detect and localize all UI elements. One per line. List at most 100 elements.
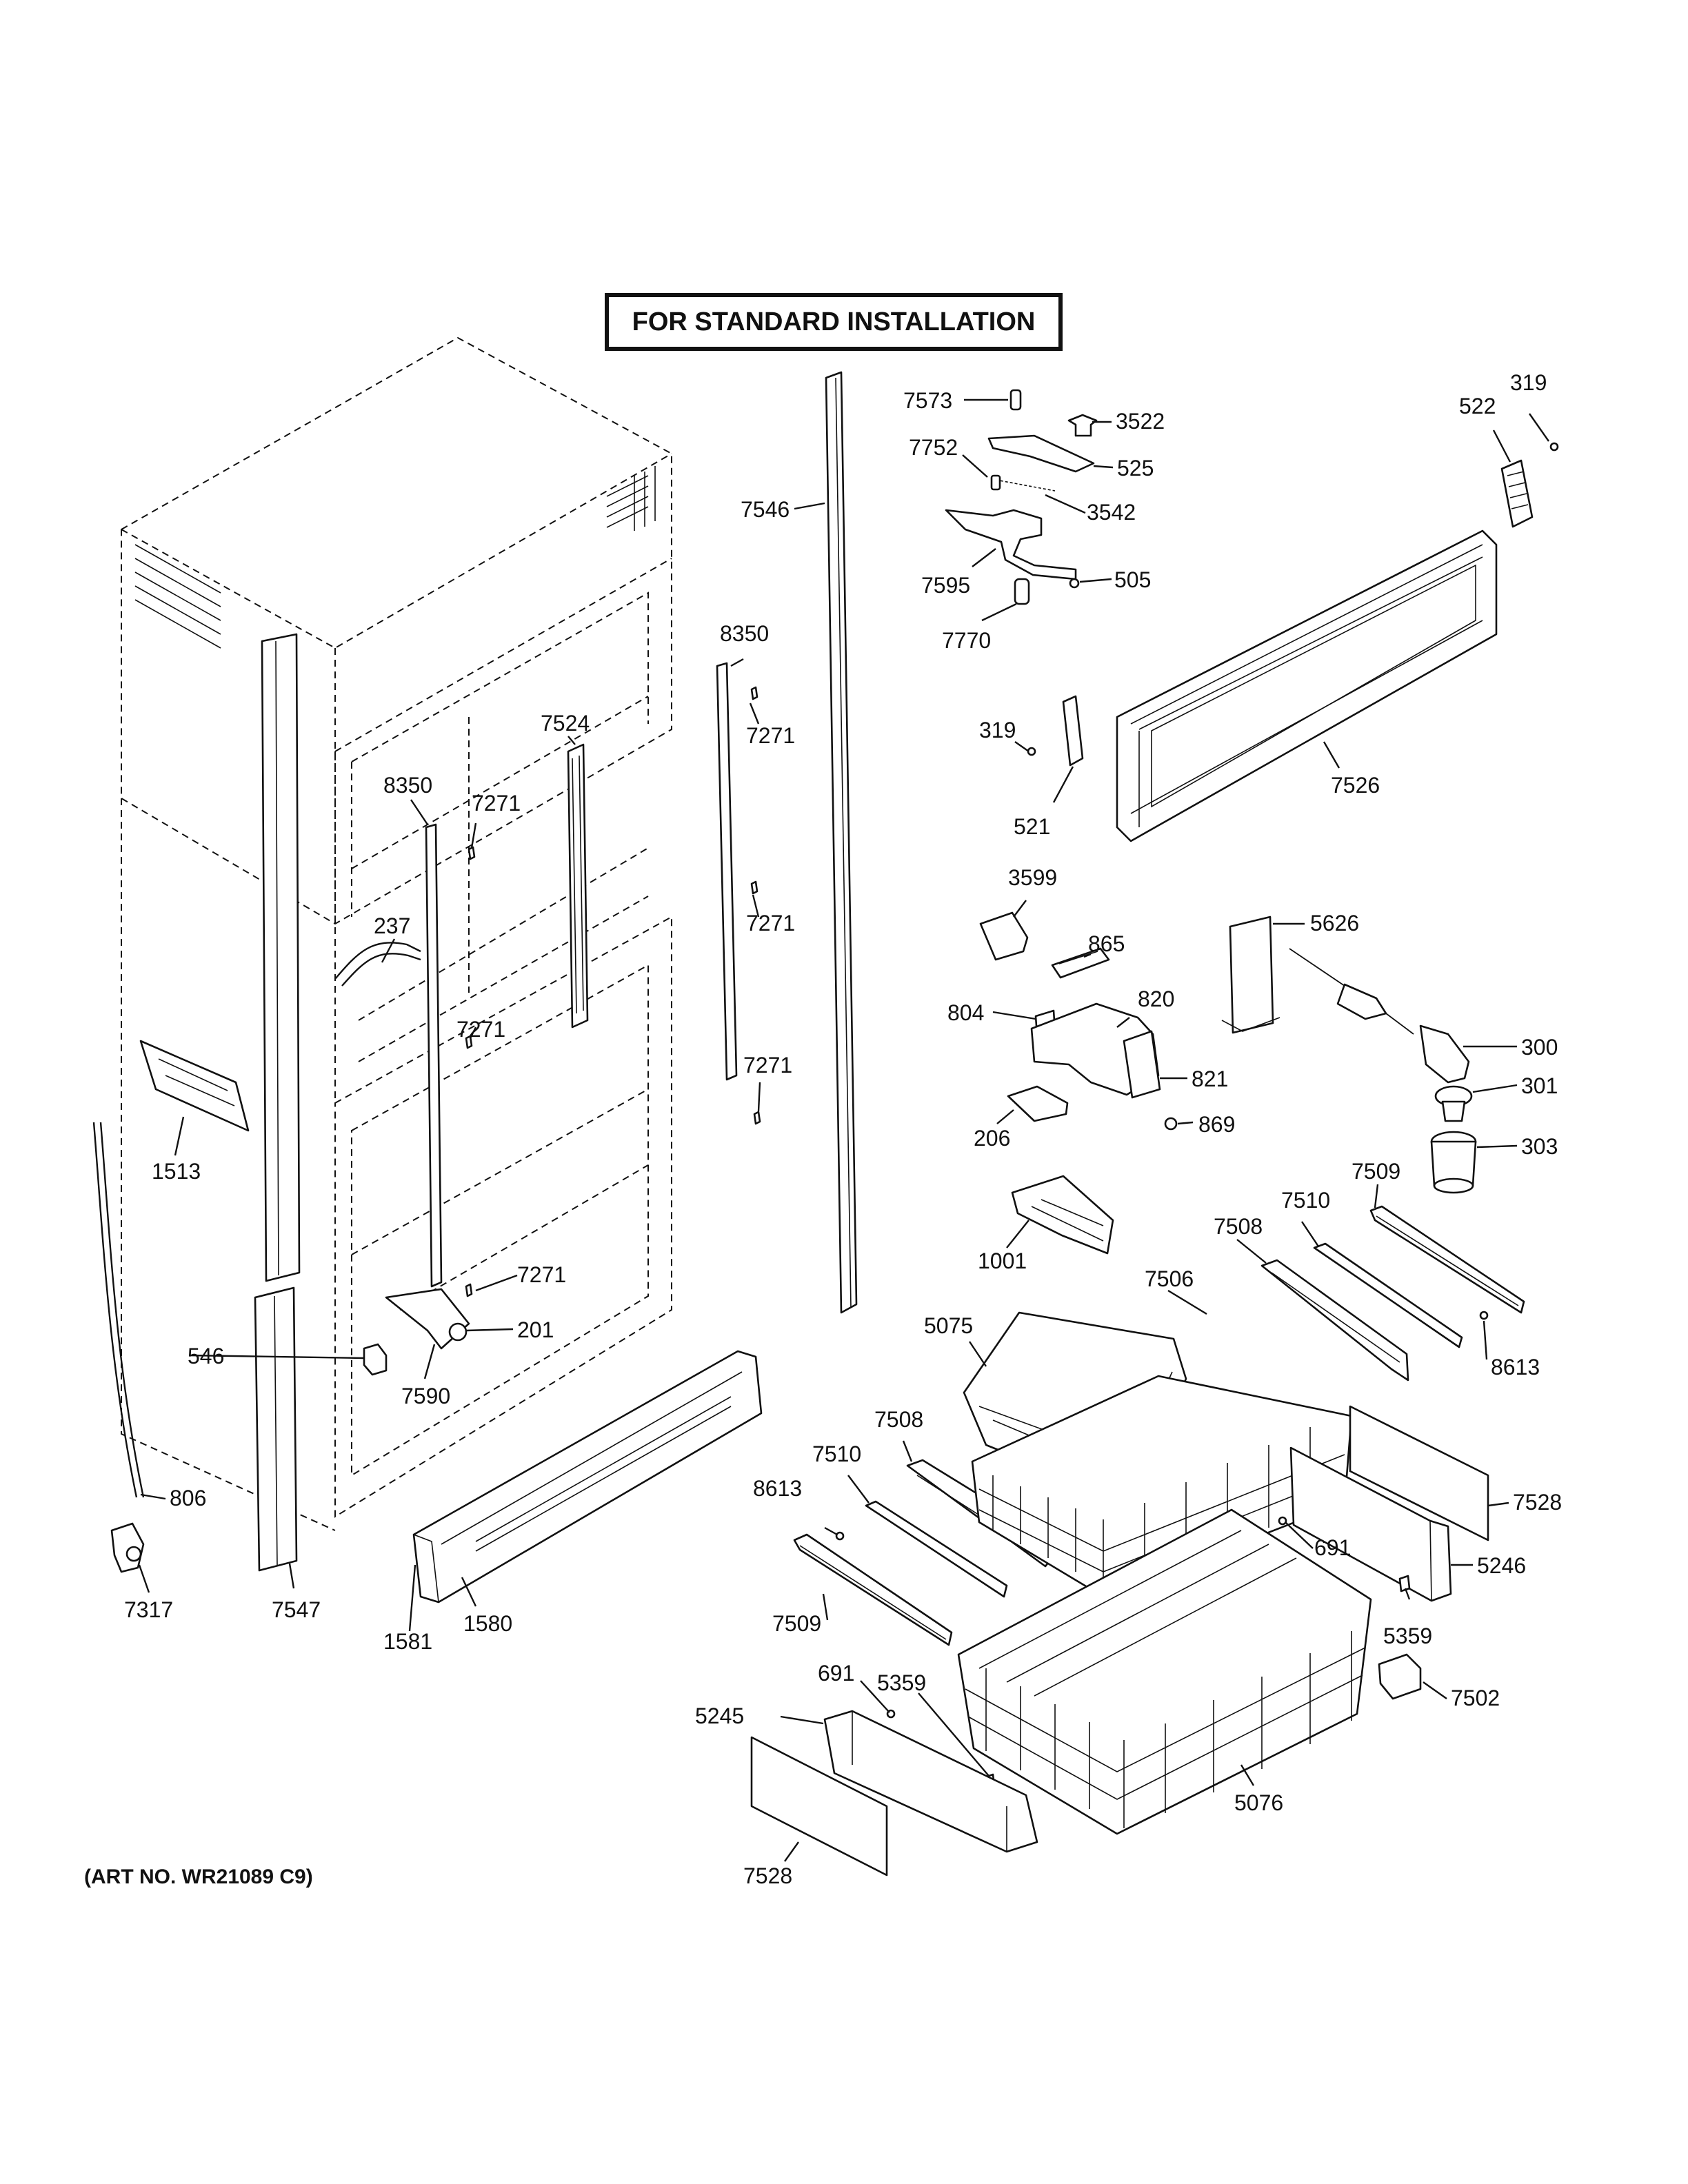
callout: 546: [188, 1344, 224, 1368]
callout: 7770: [942, 628, 991, 653]
callout: 5246: [1477, 1553, 1526, 1578]
callout: 7528: [1513, 1490, 1562, 1515]
callout: 7508: [1214, 1214, 1263, 1239]
callout: 8613: [1491, 1355, 1540, 1379]
callout: 301: [1521, 1073, 1558, 1098]
callout: 820: [1138, 987, 1174, 1011]
callout: 201: [517, 1317, 554, 1342]
callout: 691: [1314, 1535, 1351, 1560]
mounting-bracket-5626: [1221, 916, 1280, 1034]
wire-basket-5076: [957, 1508, 1372, 1835]
callout: 7510: [812, 1442, 861, 1466]
wire-806: [92, 1122, 145, 1498]
block-546: [363, 1343, 388, 1376]
callout: 7547: [272, 1597, 321, 1622]
bracket-5246: [1289, 1446, 1452, 1602]
callout: 3542: [1087, 500, 1136, 525]
callout: 7573: [903, 388, 952, 413]
icemaker-assembly: [979, 911, 1178, 1131]
filter-303: [1430, 1131, 1477, 1194]
callout: 7506: [1145, 1266, 1194, 1291]
callout: 7271: [743, 1053, 792, 1078]
callout: 1581: [383, 1629, 432, 1654]
screws-8613: [835, 1311, 1489, 1541]
callout: 1001: [978, 1248, 1027, 1273]
filter-cap-301: [1434, 1085, 1473, 1122]
callout: 521: [1014, 814, 1050, 839]
hinge-bracket-521: [1027, 695, 1084, 767]
callout: 7271: [746, 911, 795, 936]
callout: 7528: [743, 1863, 792, 1888]
trim-7524: [567, 743, 589, 1029]
bracket-1513: [139, 1040, 250, 1132]
callout: 804: [947, 1000, 984, 1025]
cabinet-outline: [121, 336, 672, 1531]
bracket-5245: [823, 1710, 1038, 1853]
cabinet-trim-7547: [254, 633, 301, 1572]
callout: 7508: [874, 1407, 923, 1432]
callout: 869: [1198, 1112, 1235, 1137]
art-number: (ART NO. WR21089 C9): [84, 1866, 313, 1888]
callout: 5359: [877, 1670, 926, 1695]
bracket-7590: [385, 1288, 470, 1350]
callout: 7510: [1281, 1188, 1330, 1213]
base-panel: [412, 1350, 763, 1604]
callout: 7271: [472, 791, 521, 816]
callout: 7524: [541, 711, 590, 736]
callout: 7546: [741, 497, 790, 522]
trim-8350-left: [425, 823, 443, 1288]
callout: 7526: [1331, 773, 1380, 798]
callout: 5626: [1310, 911, 1359, 936]
tray-1001: [1011, 1175, 1114, 1255]
callout: 7590: [401, 1384, 450, 1408]
callout: 7317: [124, 1597, 173, 1622]
callout: 1513: [152, 1159, 201, 1184]
callout: 522: [1459, 394, 1496, 418]
callout: 7509: [772, 1611, 821, 1636]
callout: 505: [1114, 567, 1151, 592]
water-valve-300: [1289, 948, 1470, 1084]
callout: 319: [1510, 370, 1547, 395]
leader-lines: [138, 398, 1549, 1862]
side-trim-7546: [825, 371, 858, 1314]
callout: 303: [1521, 1134, 1558, 1159]
page-title: FOR STANDARD INSTALLATION: [632, 307, 1036, 336]
hinge-assembly: [945, 389, 1098, 605]
callout: 3522: [1116, 409, 1165, 434]
callout: 8350: [720, 621, 769, 646]
callout: 691: [818, 1661, 854, 1686]
cover-panel-7528-right: [1349, 1405, 1489, 1541]
trim-8350-right: [716, 662, 738, 1081]
screws-7271: [465, 686, 761, 1297]
roller-7502: [1378, 1653, 1422, 1700]
clamp-7317: [110, 1522, 145, 1573]
title-banner: FOR STANDARD INSTALLATION: [605, 293, 1063, 351]
handle-bracket: [1500, 442, 1559, 528]
callout: 821: [1192, 1066, 1228, 1091]
callout: 5075: [924, 1313, 973, 1338]
cover-panel-7528-left: [750, 1736, 888, 1877]
callout-labels: 7573 3522 319 522 7752 525 7546 3542 759…: [124, 370, 1562, 1888]
bracket-7508-right: [1260, 1259, 1409, 1382]
callout: 300: [1521, 1035, 1558, 1060]
tube-237: [334, 942, 421, 987]
rail-7510-right: [1313, 1242, 1463, 1348]
callout: 865: [1088, 931, 1125, 956]
callout: 5359: [1383, 1624, 1432, 1648]
callout: 806: [170, 1486, 206, 1510]
callout: 7271: [746, 723, 795, 748]
callout: 5245: [695, 1703, 744, 1728]
rail-7509-right: [1369, 1205, 1525, 1314]
callout: 8613: [753, 1476, 802, 1501]
callout: 525: [1117, 456, 1154, 481]
callout: 7752: [909, 435, 958, 460]
callout: 7271: [517, 1262, 566, 1287]
callout: 7509: [1352, 1159, 1400, 1184]
callout: 319: [979, 718, 1016, 742]
callout: 7271: [456, 1017, 505, 1042]
callout: 1580: [463, 1611, 512, 1636]
rail-7510-left: [865, 1500, 1008, 1598]
callout: 7595: [921, 573, 970, 598]
callout: 237: [374, 913, 410, 938]
callout: 206: [974, 1126, 1010, 1151]
